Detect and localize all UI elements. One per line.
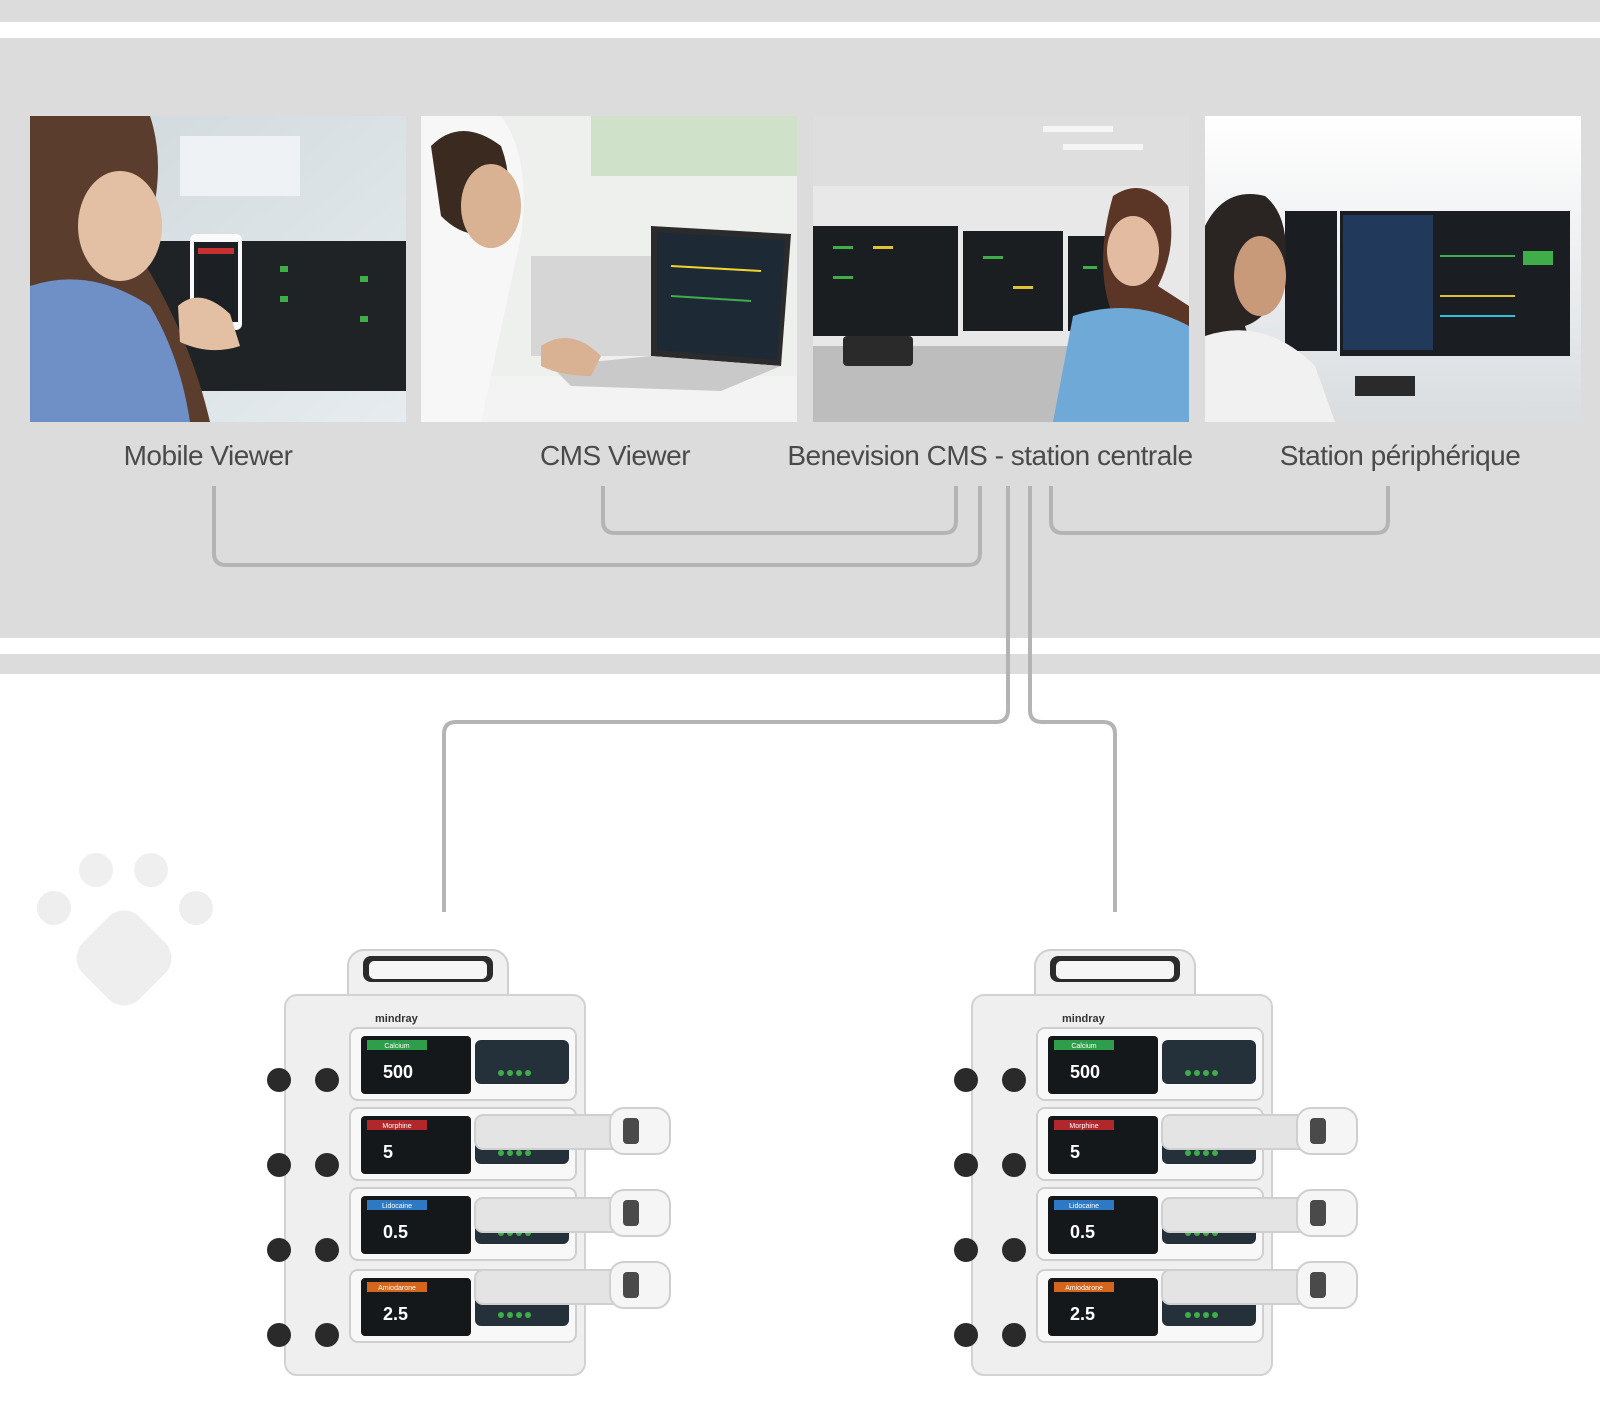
pump-module: Calcium 500 <box>1036 1027 1264 1101</box>
pump-drug-name: Calcium <box>1071 1043 1096 1050</box>
central-station-photo <box>813 116 1189 422</box>
pump-rate-value: 500 <box>383 1062 413 1082</box>
pump-rate-value: 2.5 <box>383 1304 408 1324</box>
peripheral-station-photo <box>1205 116 1581 422</box>
pump-module: Amiodarone 2.5 <box>349 1269 577 1343</box>
paw-print-icon <box>37 853 213 1006</box>
peripheral-station-label: Station périphérique <box>1279 440 1521 471</box>
pump-module: Calcium 500 <box>349 1027 577 1101</box>
brand-logo: mindray <box>375 1013 419 1025</box>
header-band <box>0 0 1600 22</box>
pump-drug-name: Morphine <box>382 1123 411 1130</box>
cms-viewer-label: CMS Viewer <box>539 440 691 471</box>
pump-rate-value: 0.5 <box>1070 1222 1095 1242</box>
pump-rate-value: 5 <box>383 1142 393 1162</box>
pump-drug-name: Amiodarone <box>378 1285 416 1292</box>
pump-drug-name: Morphine <box>1069 1123 1098 1130</box>
mobile-viewer-label: Mobile Viewer <box>123 440 293 471</box>
pump-drug-name: Lidocaine <box>1069 1203 1099 1210</box>
central-station-label: Benevision CMS - station centrale <box>787 440 1193 471</box>
mobile-viewer-photo <box>30 116 406 422</box>
pump-drug-name: Lidocaine <box>382 1203 412 1210</box>
pump-rate-value: 500 <box>1070 1062 1100 1082</box>
pump-rate-value: 2.5 <box>1070 1304 1095 1324</box>
pump-rate-value: 5 <box>1070 1142 1080 1162</box>
pump-drug-name: Calcium <box>384 1043 409 1050</box>
pump-rate-value: 0.5 <box>383 1222 408 1242</box>
divider-band <box>0 654 1600 674</box>
pump-drug-name: Amiodarone <box>1065 1285 1103 1292</box>
brand-logo: mindray <box>1062 1013 1106 1025</box>
cms-viewer-photo <box>421 116 797 422</box>
